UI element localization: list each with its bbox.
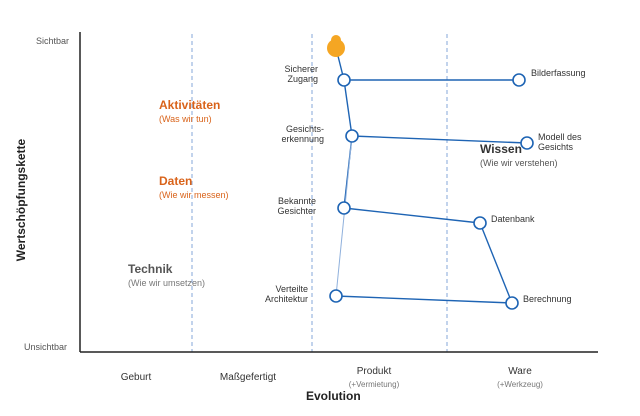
layer-sub-technik: (Wie wir umsetzen)	[128, 278, 206, 288]
link-gesichtserkennung-architektur	[335, 135, 353, 297]
link-datenbank-berechnung	[479, 222, 513, 304]
node-berechnung[interactable]	[505, 296, 519, 310]
node-gesichtserkennung[interactable]	[345, 129, 359, 143]
node-sicherer-zugang[interactable]	[337, 73, 351, 87]
node-verteilte-architektur[interactable]	[329, 289, 343, 303]
layer-sub-wissen: (Wie wir verstehen)	[480, 158, 558, 168]
link-bekannte-datenbank	[343, 207, 481, 224]
node-label-gesichtserkennung: Gesichts- erkennung	[281, 124, 324, 144]
node-label-datenbank: Datenbank	[491, 214, 535, 224]
node-datenbank[interactable]	[473, 216, 487, 230]
x-axis-title: Evolution	[306, 389, 361, 403]
user-dot-body	[327, 39, 345, 57]
link-architektur-berechnung	[335, 295, 513, 304]
layer-title-technik: Technik	[128, 262, 173, 276]
link-gesichtserkennung-modell	[351, 135, 528, 144]
node-label-bilderfassung: Bilderfassung	[531, 68, 586, 78]
layer-title-wissen: Wissen	[480, 142, 522, 156]
y-axis-top-label: Sichtbar	[36, 36, 70, 46]
layer-title-daten: Daten	[159, 174, 193, 188]
stage-label-geburt: Geburt	[120, 372, 152, 383]
link-zugang-gesichtserkennung	[343, 79, 353, 137]
layer-title-aktivitaeten: Aktivitäten	[159, 98, 221, 112]
node-label-berechnung: Berechnung	[523, 294, 572, 304]
node-label-sicherer-zugang: Sicherer Zugang	[284, 64, 318, 84]
y-axis-bottom-label: Unsichtbar	[24, 342, 68, 352]
node-modell-des-gesichts[interactable]	[520, 136, 534, 150]
stage-sub-produkt: (+Vermietung)	[348, 380, 400, 389]
node-label-verteilte-architektur: Verteilte Architektur	[264, 284, 308, 304]
stage-label-produkt: Produkt	[356, 366, 392, 377]
layer-sub-daten: (Wie wir messen)	[159, 190, 229, 200]
node-bekannte-gesichter[interactable]	[337, 201, 351, 215]
node-bilderfassung[interactable]	[512, 73, 526, 87]
layer-sub-aktivitaeten: (Was wir tun)	[159, 114, 212, 124]
node-label-bekannte-gesichter: Bekannte Gesichter	[277, 196, 316, 216]
stage-label-ware: Ware	[508, 366, 532, 377]
y-axis-title: Wertschöpfungskette	[14, 138, 28, 261]
node-label-modell-des-gesichts: Modell des Gesichts	[538, 132, 582, 152]
stage-sub-ware: (+Werkzeug)	[497, 380, 543, 389]
stage-label-massgefertigt: Maßgefertigt	[219, 372, 277, 383]
